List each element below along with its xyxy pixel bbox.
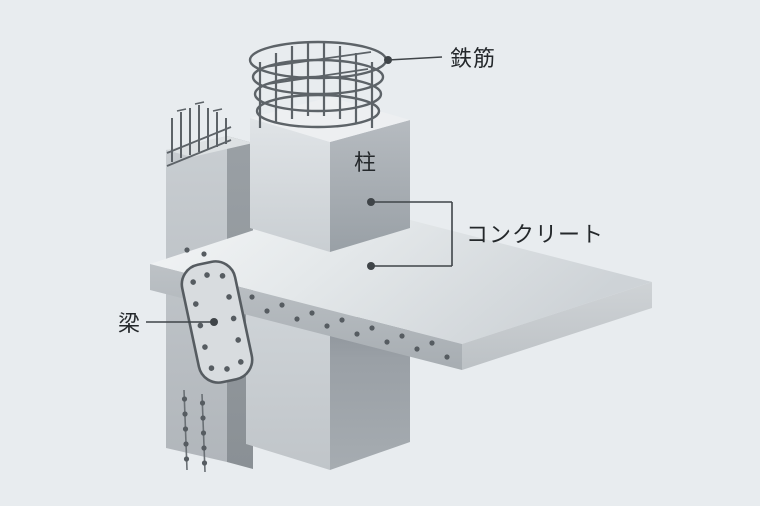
concrete-column-upper xyxy=(250,97,410,252)
leader-line-rebar xyxy=(387,56,443,61)
wall-rebar-dots xyxy=(181,247,208,473)
callout-dot-concrete-slab xyxy=(367,262,375,270)
concrete-label: コンクリート xyxy=(466,222,604,247)
callout-dot-concrete-column xyxy=(367,198,375,206)
beam-rebar-dots xyxy=(190,272,244,372)
wall-rebar xyxy=(166,101,232,167)
leader-dots xyxy=(210,56,392,326)
rebar-vertical-bars xyxy=(258,42,374,128)
callout-dot-rebar xyxy=(384,56,392,64)
callout-dot-beam xyxy=(210,318,218,326)
slab-rebar-dots xyxy=(249,294,450,360)
rebar-label: 鉄筋 xyxy=(450,46,496,71)
leader-lines xyxy=(146,56,453,323)
column-label: 柱 xyxy=(354,150,377,175)
beam-label: 梁 xyxy=(118,311,141,336)
